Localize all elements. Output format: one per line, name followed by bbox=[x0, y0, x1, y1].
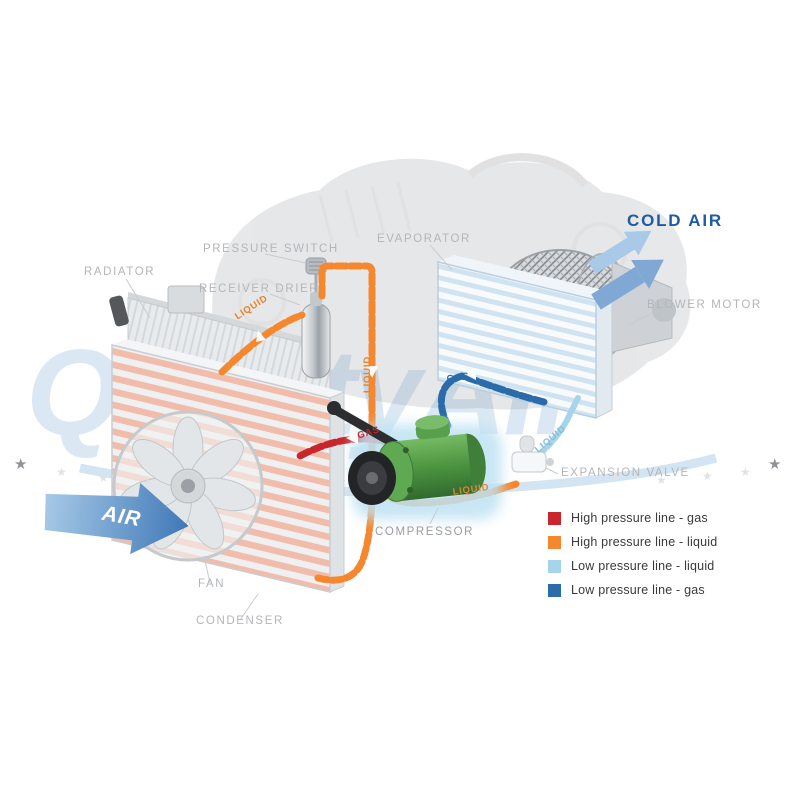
star-icon: ★ bbox=[656, 473, 667, 487]
flow-arrows bbox=[256, 330, 476, 444]
star-icon: ★ bbox=[740, 465, 751, 479]
radiator-graphic bbox=[109, 285, 331, 399]
legend-label: High pressure line - liquid bbox=[571, 535, 718, 549]
pressure-switch-label: PRESSURE SWITCH bbox=[203, 243, 339, 255]
star-icon: ★ bbox=[98, 471, 109, 485]
legend-swatch-low-gas bbox=[548, 583, 561, 597]
legend-item: High pressure line - liquid bbox=[548, 530, 717, 554]
receiver-drier-label: RECEIVER DRIER bbox=[199, 283, 320, 295]
cold-air-arrows bbox=[588, 230, 664, 310]
leader-lines bbox=[125, 244, 653, 621]
compressor-label: COMPRESSOR bbox=[375, 526, 475, 538]
condenser-label: CONDENSER bbox=[196, 615, 284, 627]
star-icon: ★ bbox=[768, 456, 782, 473]
evaporator-label: EVAPORATOR bbox=[377, 233, 471, 245]
star-icon: ★ bbox=[56, 465, 67, 479]
legend-item: High pressure line - gas bbox=[548, 506, 717, 530]
fan-label: FAN bbox=[198, 578, 226, 590]
star-icon: ★ bbox=[142, 476, 153, 490]
liquid-down-label: LIQUID bbox=[362, 356, 373, 393]
air-arrow bbox=[44, 482, 189, 555]
pipe-low-pressure-gas bbox=[437, 372, 548, 430]
legend-label: High pressure line - gas bbox=[571, 511, 708, 525]
blower-motor-label: BLOWER MOTOR bbox=[647, 299, 762, 311]
legend-label: Low pressure line - liquid bbox=[571, 559, 715, 573]
legend-swatch-low-liquid bbox=[548, 559, 561, 573]
legend-swatch-high-liquid bbox=[548, 535, 561, 549]
radiator-label: RADIATOR bbox=[84, 266, 156, 278]
legend-item: Low pressure line - liquid bbox=[548, 554, 717, 578]
cold-air-label: COLD AIR bbox=[627, 211, 723, 230]
star-icon: ★ bbox=[610, 470, 621, 484]
compressor-graphic bbox=[327, 401, 502, 520]
star-icon: ★ bbox=[14, 456, 28, 473]
star-icon: ★ bbox=[702, 469, 713, 483]
expansion-valve-graphic bbox=[511, 435, 554, 473]
legend-swatch-high-gas bbox=[548, 511, 561, 525]
legend: High pressure line - gas High pressure l… bbox=[548, 506, 717, 602]
legend-label: Low pressure line - gas bbox=[571, 583, 705, 597]
legend-item: Low pressure line - gas bbox=[548, 578, 717, 602]
expansion-valve-label: EXPANSION VALVE bbox=[561, 467, 690, 479]
